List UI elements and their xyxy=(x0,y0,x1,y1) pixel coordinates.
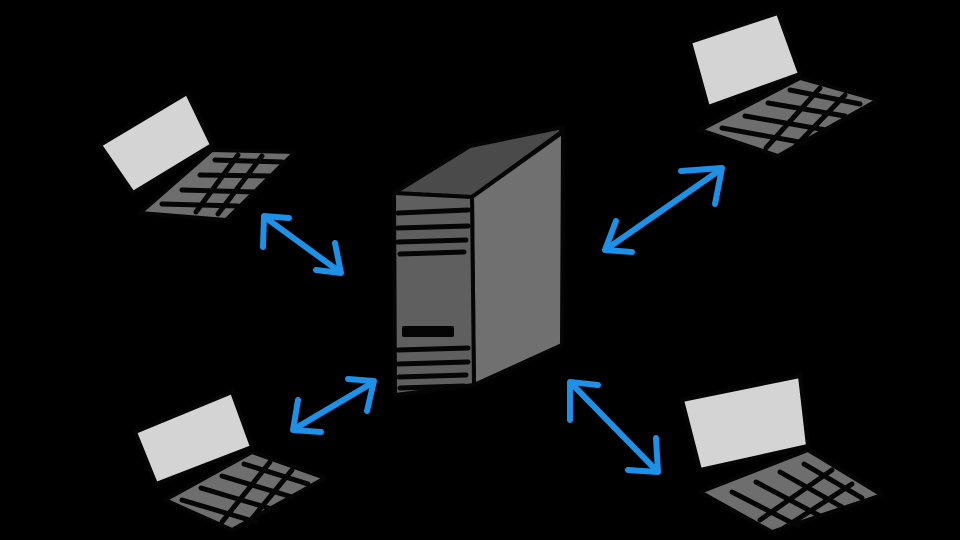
server-vents-top xyxy=(395,207,471,257)
double-arrow-icon xyxy=(602,165,725,255)
server-drive-slot xyxy=(402,326,454,337)
connection-arrows xyxy=(260,165,725,475)
laptop-keyboard xyxy=(698,448,884,534)
laptop-keys xyxy=(729,461,865,531)
laptop-keys xyxy=(159,152,285,217)
double-arrow-icon xyxy=(567,379,661,475)
laptop-top-right xyxy=(688,11,880,158)
laptop-icon xyxy=(680,374,884,534)
laptop-icon xyxy=(133,390,327,532)
server-vents-bottom xyxy=(395,345,471,391)
laptop-bottom-right xyxy=(680,374,884,534)
laptop-keys xyxy=(719,85,863,155)
double-arrow-icon xyxy=(260,213,344,276)
laptop-icon xyxy=(688,11,880,158)
laptop-screen xyxy=(98,91,214,195)
laptop-top-left xyxy=(98,91,297,222)
laptop-screen xyxy=(133,390,254,486)
laptop-screen xyxy=(688,11,802,109)
laptop-icon xyxy=(98,91,297,222)
server-tower-icon xyxy=(392,125,565,397)
laptop-keys xyxy=(179,459,311,529)
laptop-bottom-left xyxy=(133,390,327,532)
double-arrow-icon xyxy=(290,376,377,435)
laptop-screen xyxy=(680,374,810,472)
